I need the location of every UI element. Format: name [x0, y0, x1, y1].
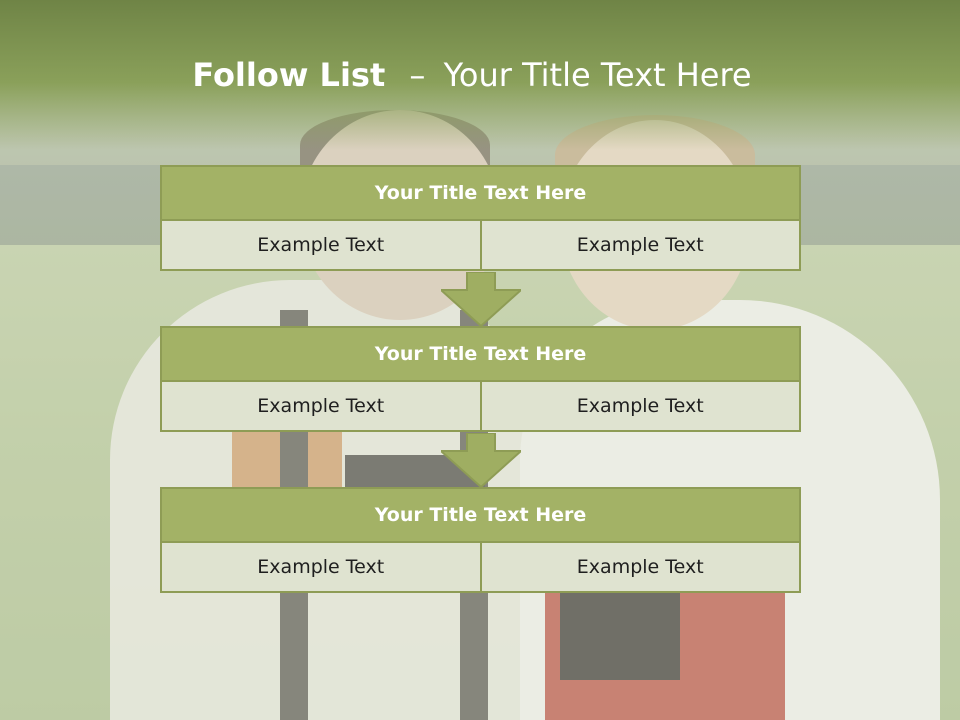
down-arrow-icon: [441, 433, 521, 487]
block-cell-left: Example Text: [162, 221, 480, 269]
block-cell-left: Example Text: [162, 382, 480, 430]
down-arrow-icon: [441, 272, 521, 326]
block-title: Your Title Text Here: [160, 165, 801, 221]
flow-block-1: Your Title Text Here Example Text Exampl…: [160, 165, 801, 271]
title-band: [0, 0, 960, 150]
title-separator: –: [409, 56, 426, 94]
flow-block-3: Your Title Text Here Example Text Exampl…: [160, 487, 801, 593]
block-row: Example Text Example Text: [160, 221, 801, 271]
block-title: Your Title Text Here: [160, 326, 801, 382]
block-title: Your Title Text Here: [160, 487, 801, 543]
block-cell-right: Example Text: [479, 221, 799, 269]
block-row: Example Text Example Text: [160, 382, 801, 432]
block-cell-right: Example Text: [479, 382, 799, 430]
title-bold: Follow List: [192, 56, 386, 94]
flow-block-2: Your Title Text Here Example Text Exampl…: [160, 326, 801, 432]
block-cell-left: Example Text: [162, 543, 480, 591]
block-cell-right: Example Text: [479, 543, 799, 591]
block-row: Example Text Example Text: [160, 543, 801, 593]
slide-title: Follow List – Your Title Text Here: [0, 56, 944, 94]
title-rest: Your Title Text Here: [443, 56, 752, 94]
